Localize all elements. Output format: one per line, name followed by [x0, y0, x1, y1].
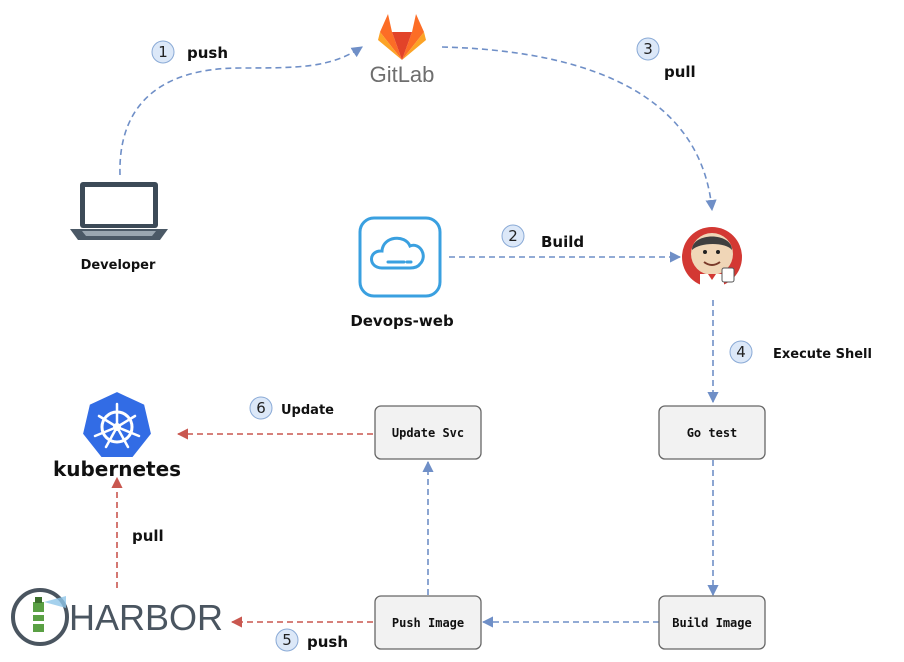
step-1: 1 push: [151, 40, 228, 64]
harbor-node: HARBOR: [11, 588, 223, 646]
devops-web-label: Devops-web: [350, 312, 454, 330]
devops-web-node: Devops-web: [350, 216, 454, 330]
gitlab-node: GitLab: [370, 14, 435, 87]
arrow-developer-to-gitlab: [119, 46, 363, 176]
developer-label: Developer: [81, 258, 156, 273]
step-2-label: Build: [541, 233, 584, 251]
step-2-number: 2: [508, 227, 518, 245]
developer-node: Developer: [70, 182, 168, 273]
gitlab-label: GitLab: [370, 62, 435, 87]
laptop-icon: [70, 182, 168, 240]
step-5: 5 push: [275, 628, 348, 652]
gitlab-icon: [378, 14, 426, 60]
step-2: 2 Build: [501, 224, 584, 251]
box-update-svc: Update Svc: [374, 405, 482, 460]
arrows: [111, 46, 719, 628]
step-4-number: 4: [736, 343, 746, 361]
step-6: 6 Update: [249, 396, 334, 420]
harbor-pull-label: pull: [132, 527, 164, 545]
harbor-icon: [11, 588, 69, 646]
box-go-test-label: Go test: [687, 426, 738, 440]
box-build-image-label: Build Image: [672, 616, 751, 630]
step-4-label: Execute Shell: [773, 347, 872, 362]
devops-web-tile: [358, 216, 442, 298]
box-go-test: Go test: [658, 405, 766, 460]
kubernetes-label: kubernetes: [53, 457, 181, 481]
step-1-number: 1: [158, 43, 168, 61]
step-3-label: pull: [664, 63, 696, 81]
jenkins-icon: [682, 227, 742, 288]
kubernetes-icon: [80, 389, 154, 459]
step-3: 3 pull: [636, 37, 696, 81]
step-6-label: Update: [281, 403, 334, 418]
box-update-svc-label: Update Svc: [392, 426, 464, 440]
box-push-image-label: Push Image: [392, 616, 464, 630]
box-push-image: Push Image: [374, 595, 482, 650]
step-3-number: 3: [643, 40, 653, 58]
step-6-number: 6: [256, 399, 266, 417]
harbor-label: HARBOR: [69, 597, 223, 638]
step-5-number: 5: [282, 631, 292, 649]
step-4: 4 Execute Shell: [729, 340, 872, 364]
kubernetes-node: kubernetes: [53, 389, 181, 481]
cloud-icon: [370, 236, 425, 270]
step-1-label: push: [187, 44, 228, 62]
step-5-label: push: [307, 633, 348, 651]
box-build-image: Build Image: [658, 595, 766, 650]
